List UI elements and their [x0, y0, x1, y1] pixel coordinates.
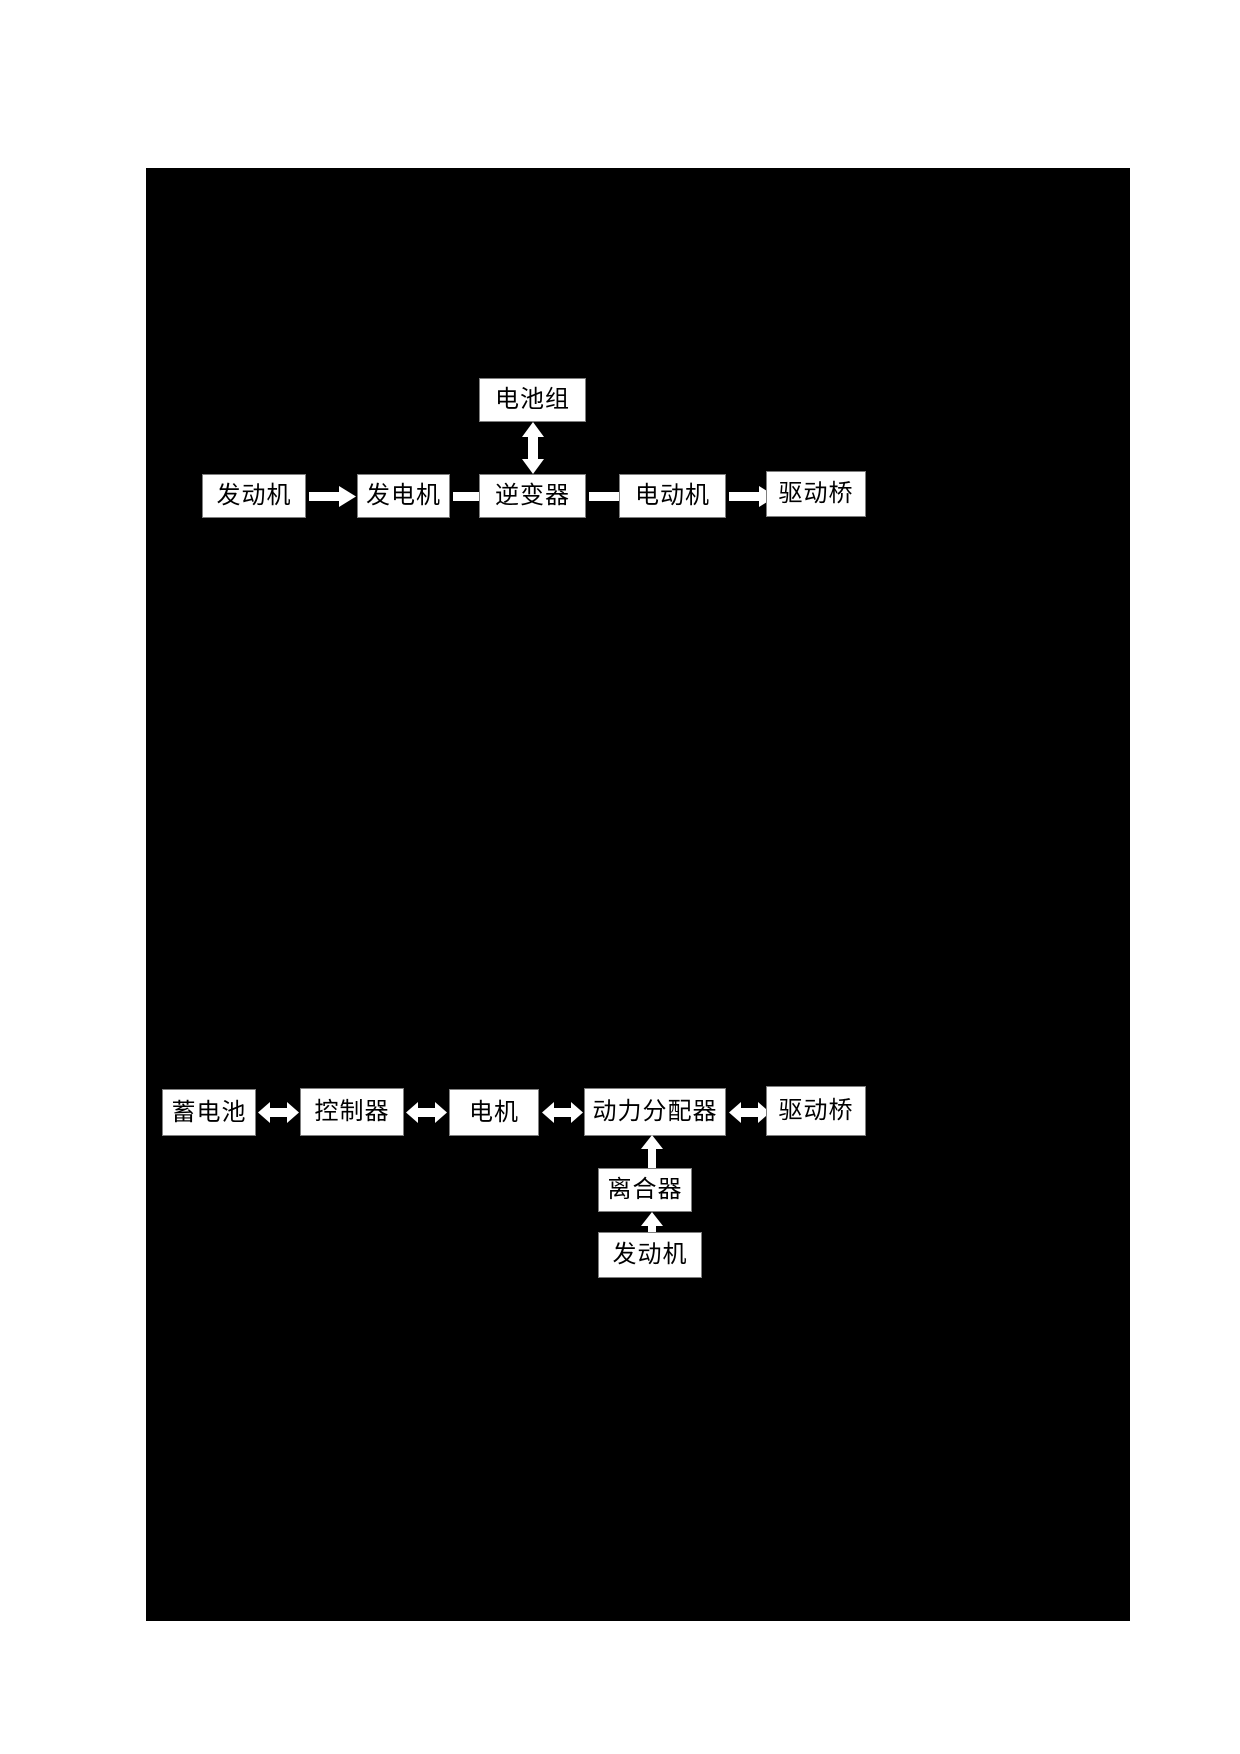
node-drive-axle-bottom[interactable]: 驱动桥: [766, 1086, 866, 1136]
arrow-engine-to-clutch: [640, 1212, 664, 1244]
series-hybrid-diagram: 电池组 发动机 发电机 逆变器 电动机: [146, 168, 1130, 1621]
node-inverter[interactable]: 逆变器: [479, 474, 586, 518]
arrow-motor-to-drive-axle: [729, 486, 776, 507]
diagram-canvas: 电池组 发动机 发电机 逆变器 电动机: [146, 168, 1130, 1621]
arrow-power-splitter-to-drive-axle: [729, 1100, 770, 1125]
node-engine-bottom[interactable]: 发动机: [598, 1232, 702, 1278]
arrow-clutch-to-power-splitter: [640, 1135, 664, 1168]
arrow-storage-battery-to-controller: [258, 1100, 299, 1125]
parallel-hybrid-diagram: 蓄电池 控制器 电机 动力分配器 驱动桥: [146, 168, 1130, 1621]
node-storage-battery[interactable]: 蓄电池: [162, 1089, 256, 1136]
node-drive-axle-top[interactable]: 驱动桥: [766, 471, 866, 517]
node-power-splitter[interactable]: 动力分配器: [584, 1088, 726, 1136]
node-generator[interactable]: 发电机: [357, 474, 450, 518]
node-battery-pack[interactable]: 电池组: [479, 378, 586, 422]
arrow-controller-to-electric-machine: [406, 1100, 447, 1125]
node-controller[interactable]: 控制器: [300, 1088, 404, 1136]
node-electric-machine[interactable]: 电机: [449, 1089, 539, 1136]
node-electric-motor[interactable]: 电动机: [619, 474, 726, 518]
node-engine-top[interactable]: 发动机: [202, 474, 306, 518]
arrow-engine-to-generator: [309, 486, 356, 507]
node-clutch[interactable]: 离合器: [598, 1168, 692, 1212]
arrow-battery-pack-to-inverter: [519, 422, 547, 474]
arrow-electric-machine-to-power-splitter: [542, 1100, 583, 1125]
